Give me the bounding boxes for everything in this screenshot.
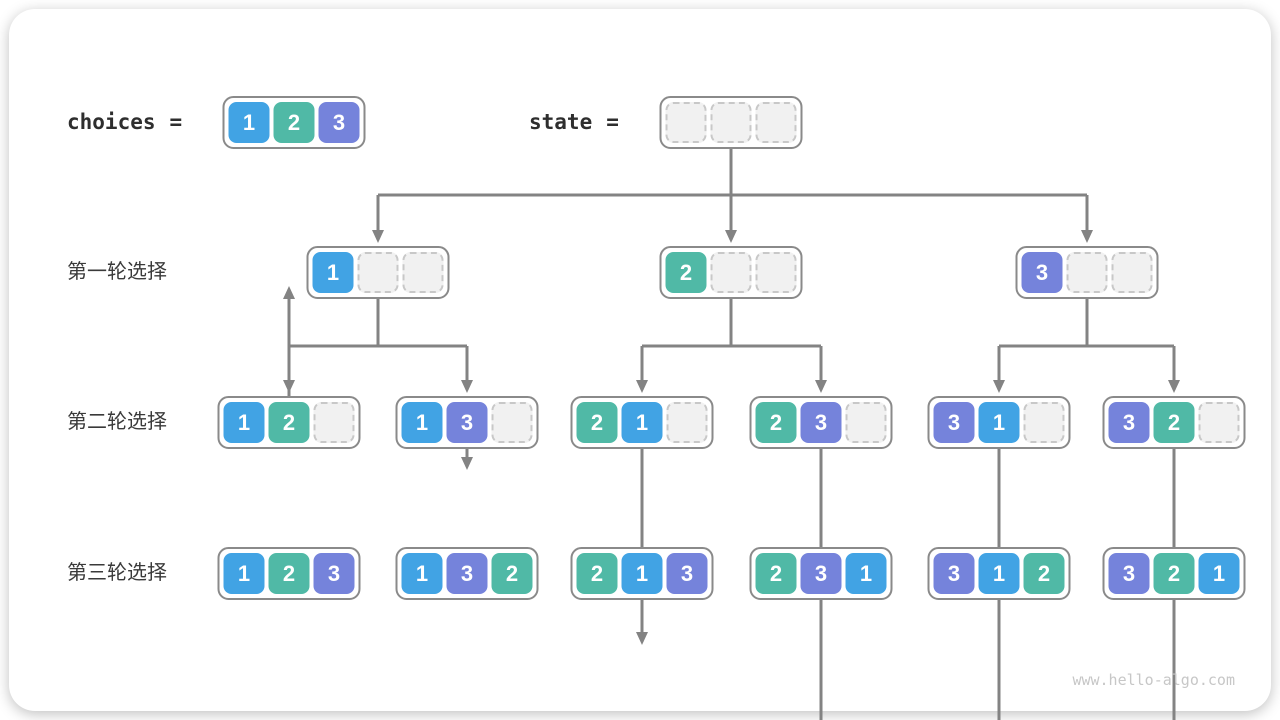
value-cell-1: 1	[401, 553, 443, 594]
empty-cell	[1111, 252, 1153, 293]
value-cell-3: 3	[1108, 553, 1150, 594]
tree-connectors	[283, 149, 1180, 720]
value-cell-2: 2	[1023, 553, 1065, 594]
empty-cell	[755, 252, 797, 293]
value-cell-3: 3	[446, 402, 488, 443]
value-cell-1: 1	[401, 402, 443, 443]
state-node-l1-3: 3	[1015, 246, 1159, 299]
value-cell-2: 2	[576, 402, 618, 443]
choices-label-group: choices =	[67, 96, 182, 149]
value-cell-3: 3	[446, 553, 488, 594]
value-cell-3: 3	[318, 102, 360, 143]
value-cell-2: 2	[268, 553, 310, 594]
value-cell-3: 3	[666, 553, 708, 594]
row-label-3: 第三轮选择	[67, 562, 167, 584]
value-cell-1: 1	[845, 553, 887, 594]
value-cell-3: 3	[313, 553, 355, 594]
value-cell-1: 1	[228, 102, 270, 143]
state-box	[659, 96, 803, 149]
watermark: www.hello-algo.com	[1072, 671, 1235, 689]
empty-cell	[357, 252, 399, 293]
value-cell-1: 1	[978, 553, 1020, 594]
value-cell-1: 1	[223, 553, 265, 594]
value-cell-2: 2	[273, 102, 315, 143]
value-cell-2: 2	[491, 553, 533, 594]
row-label-1: 第一轮选择	[67, 261, 167, 283]
value-cell-2: 2	[755, 402, 797, 443]
state-node-l1-2: 2	[659, 246, 803, 299]
value-cell-3: 3	[1021, 252, 1063, 293]
value-cell-2: 2	[1153, 402, 1195, 443]
value-cell-3: 3	[933, 402, 975, 443]
empty-cell	[402, 252, 444, 293]
state-node-l1-1: 1	[306, 246, 450, 299]
empty-cell	[491, 402, 533, 443]
empty-cell	[1023, 402, 1065, 443]
value-cell-1: 1	[978, 402, 1020, 443]
empty-cell	[710, 102, 752, 143]
value-cell-2: 2	[1153, 553, 1195, 594]
value-cell-3: 3	[800, 402, 842, 443]
empty-cell	[710, 252, 752, 293]
row-label-2: 第二轮选择	[67, 411, 167, 433]
state-label-group: state =	[529, 96, 619, 149]
value-cell-3: 3	[933, 553, 975, 594]
value-cell-2: 2	[268, 402, 310, 443]
value-cell-3: 3	[800, 553, 842, 594]
empty-cell	[666, 402, 708, 443]
empty-cell	[845, 402, 887, 443]
state-equals-sign: =	[606, 110, 619, 134]
value-cell-2: 2	[665, 252, 707, 293]
value-cell-2: 2	[755, 553, 797, 594]
value-cell-3: 3	[1108, 402, 1150, 443]
empty-cell	[313, 402, 355, 443]
state-label: state	[529, 110, 593, 134]
value-cell-1: 1	[223, 402, 265, 443]
choices-equals-sign: =	[169, 110, 183, 134]
empty-cell	[755, 102, 797, 143]
empty-cell	[1066, 252, 1108, 293]
choices-label: choices	[67, 110, 156, 134]
value-cell-2: 2	[576, 553, 618, 594]
value-cell-1: 1	[621, 402, 663, 443]
empty-cell	[1198, 402, 1240, 443]
value-cell-1: 1	[1198, 553, 1240, 594]
value-cell-1: 1	[621, 553, 663, 594]
value-cell-1: 1	[312, 252, 354, 293]
empty-cell	[665, 102, 707, 143]
